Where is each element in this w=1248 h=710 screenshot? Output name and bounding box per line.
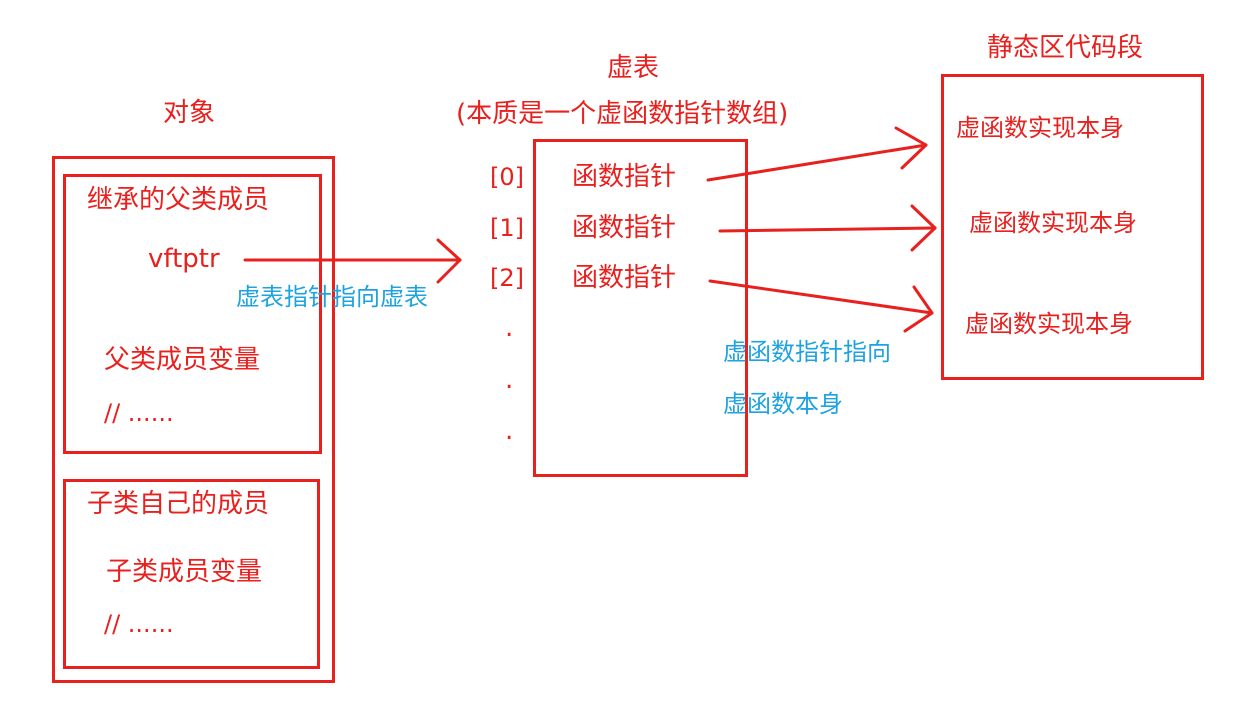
func-ptr-arrow-1 bbox=[718, 204, 937, 252]
func-ptr-annotation-line2: 虚函数本身 bbox=[723, 390, 843, 418]
vtable-index-1: [1] bbox=[490, 214, 524, 242]
func-ptr-arrow-0 bbox=[706, 126, 928, 182]
own-members-title: 子类自己的成员 bbox=[87, 489, 270, 519]
virtual-impl-1: 虚函数实现本身 bbox=[969, 209, 1137, 237]
inherited-members-title: 继承的父类成员 bbox=[87, 185, 270, 215]
child-member-vars: 子类成员变量 bbox=[106, 557, 263, 587]
code-segment-title: 静态区代码段 bbox=[987, 33, 1144, 63]
parent-member-vars: 父类成员变量 bbox=[104, 345, 261, 375]
func-ptr-arrow-2 bbox=[708, 279, 934, 333]
parent-ellipsis: // ...... bbox=[104, 399, 174, 427]
virtual-impl-0: 虚函数实现本身 bbox=[956, 114, 1124, 142]
vtable-dot-1: . bbox=[505, 313, 514, 343]
object-title: 对象 bbox=[163, 98, 216, 128]
vftptr-label: vftptr bbox=[148, 244, 220, 274]
vtable-box bbox=[533, 139, 748, 477]
code-segment-box bbox=[941, 74, 1204, 380]
vtable-entry-2: 函数指针 bbox=[572, 263, 677, 293]
vtable-dot-3: . bbox=[505, 416, 514, 446]
vptr-annotation: 虚表指针指向虚表 bbox=[236, 283, 428, 311]
inherited-members-box bbox=[63, 174, 322, 454]
vtable-entry-0: 函数指针 bbox=[572, 162, 677, 192]
vtable-dot-2: . bbox=[505, 365, 514, 395]
vptr-arrow bbox=[243, 238, 462, 284]
vtable-entry-1: 函数指针 bbox=[572, 213, 677, 243]
object-box bbox=[52, 156, 335, 683]
virtual-impl-2: 虚函数实现本身 bbox=[965, 310, 1133, 338]
child-ellipsis: // ...... bbox=[104, 610, 174, 638]
own-members-box bbox=[63, 479, 320, 669]
vtable-title: 虚表 bbox=[607, 53, 660, 83]
vtable-subtitle: (本质是一个虚函数指针数组) bbox=[456, 99, 789, 129]
vtable-index-2: [2] bbox=[490, 264, 524, 292]
func-ptr-annotation-line1: 虚函数指针指向 bbox=[723, 338, 891, 366]
vtable-index-0: [0] bbox=[490, 163, 524, 191]
